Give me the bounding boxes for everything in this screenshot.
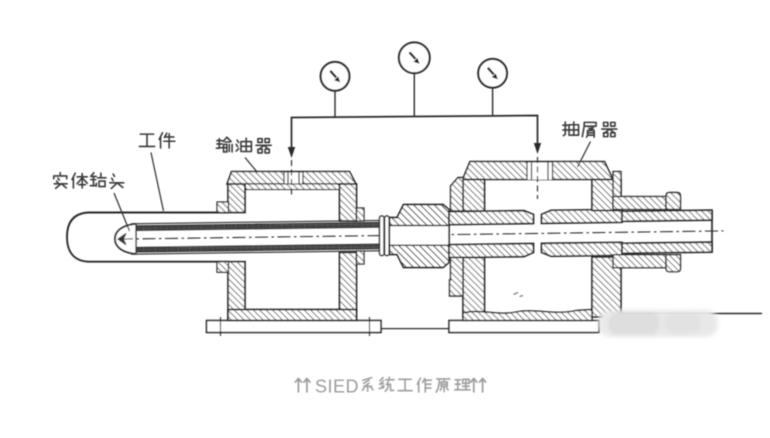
svg-text:SIED: SIED [315, 376, 359, 396]
